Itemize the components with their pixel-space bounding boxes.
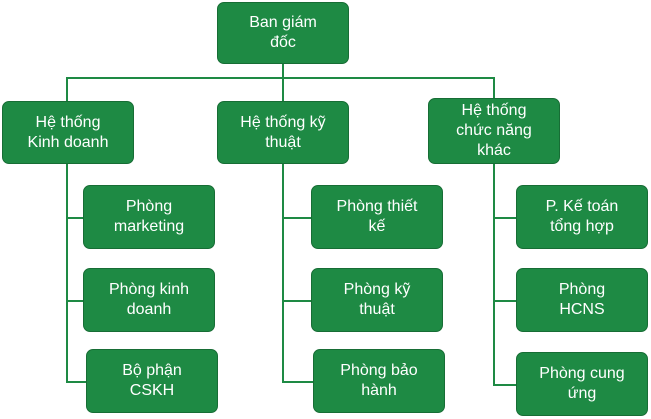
connector-branch-1-child-3 xyxy=(66,381,86,383)
connector-branch-2-child-3 xyxy=(282,381,313,383)
connector-branch-1-child-2 xyxy=(66,300,83,302)
connector-branch-3-up xyxy=(493,77,495,98)
dept-label: Phòng marketing xyxy=(113,198,185,235)
dept-label: P. Kế toán tổng hợp xyxy=(545,198,619,235)
connector-branch-2-child-2 xyxy=(282,300,311,302)
connector-branch-bus xyxy=(66,77,494,79)
dept-label: Phòng cung ứng xyxy=(539,365,625,402)
root-node-label: Ban giám đốc xyxy=(249,14,317,51)
dept-label: Phòng bảo hành xyxy=(340,362,418,399)
connector-branch-3-child-2 xyxy=(493,300,516,302)
dept-technical[interactable]: Phòng kỹ thuật xyxy=(311,268,443,332)
dept-accounting[interactable]: P. Kế toán tổng hợp xyxy=(516,185,648,249)
dept-design[interactable]: Phòng thiết kế xyxy=(311,185,443,249)
connector-branch-3-child-3 xyxy=(493,384,516,386)
branch-node-label: Hệ thống chức năng khác xyxy=(456,102,532,159)
dept-label: Phòng kỹ thuật xyxy=(343,281,411,318)
branch-node-functional[interactable]: Hệ thống chức năng khác xyxy=(428,98,560,164)
connector-branch-3-child-1 xyxy=(493,217,516,219)
branch-node-business[interactable]: Hệ thống Kinh doanh xyxy=(2,101,134,164)
connector-branch-2-up xyxy=(282,77,284,101)
connector-root-down xyxy=(282,64,284,78)
connector-branch-2-spine xyxy=(282,164,284,383)
dept-label: Phòng HCNS xyxy=(558,281,606,318)
dept-customer-care[interactable]: Bộ phận CSKH xyxy=(86,349,218,413)
connector-branch-1-spine xyxy=(66,164,68,383)
dept-marketing[interactable]: Phòng marketing xyxy=(83,185,215,249)
branch-node-technical[interactable]: Hệ thống kỹ thuật xyxy=(217,101,349,164)
dept-hr-admin[interactable]: Phòng HCNS xyxy=(516,268,648,332)
root-node[interactable]: Ban giám đốc xyxy=(217,2,349,64)
connector-branch-1-child-1 xyxy=(66,217,83,219)
dept-supply[interactable]: Phòng cung ứng xyxy=(516,352,648,416)
branch-node-label: Hệ thống Kinh doanh xyxy=(27,113,109,151)
dept-sales[interactable]: Phòng kinh doanh xyxy=(83,268,215,332)
dept-warranty[interactable]: Phòng bảo hành xyxy=(313,349,445,413)
connector-branch-3-spine xyxy=(493,164,495,386)
dept-label: Phòng kinh doanh xyxy=(108,281,190,318)
dept-label: Bộ phận CSKH xyxy=(122,362,182,399)
dept-label: Phòng thiết kế xyxy=(336,198,418,235)
connector-branch-1-up xyxy=(66,77,68,101)
connector-branch-2-child-1 xyxy=(282,217,311,219)
branch-node-label: Hệ thống kỹ thuật xyxy=(240,113,326,151)
